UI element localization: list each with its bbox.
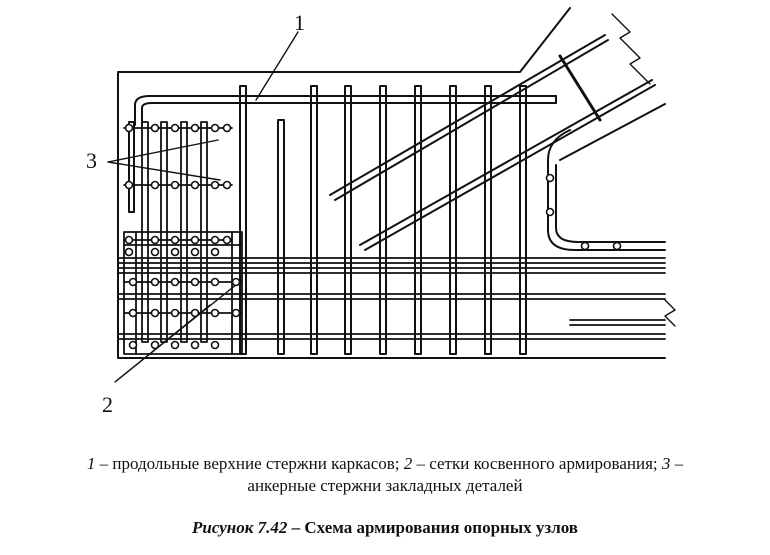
legend-number-1: 1: [86, 454, 96, 473]
leader-line-1: [255, 31, 299, 101]
inclined-bar: [329, 34, 606, 196]
figure-caption: Рисунок 7.42 – Схема армирования опорных…: [0, 517, 770, 539]
figure-title-text: – Схема армирования опорных узлов: [287, 518, 578, 537]
top-longitudinal-bar: [134, 95, 557, 126]
legend-line-2: анкерные стержни закладных деталей: [247, 476, 523, 495]
inclined-bar: [364, 84, 656, 251]
leader-line-3: [107, 139, 221, 181]
legend-number-3: 3: [661, 454, 671, 473]
top-longitudinal-bar: [141, 102, 557, 126]
figure-legend: 1 – продольные верхние стержни каркасов;…: [0, 453, 770, 497]
concrete-outline: [117, 7, 666, 359]
legend-text-1: – продольные верхние стержни каркасов;: [95, 454, 404, 473]
indirect-reinforcement-mesh: [123, 231, 243, 355]
inclined-bar: [334, 39, 609, 201]
bent-bar: [555, 164, 666, 243]
legend-line-1: 1 – продольные верхние стержни каркасов;…: [0, 453, 770, 475]
label-1: 1: [294, 10, 305, 35]
bent-bar: [547, 129, 666, 251]
figure-number: Рисунок 7.42: [191, 518, 288, 537]
legend-text-3: –: [670, 454, 684, 473]
legend-text-2: – сетки косвенного армирования;: [412, 454, 662, 473]
break-line-top: [611, 13, 651, 85]
embedded-plate: [128, 121, 135, 213]
legend-number-2: 2: [403, 454, 413, 473]
label-2: 2: [102, 392, 113, 417]
label-3: 3: [86, 148, 97, 173]
inclined-stirrup: [558, 54, 602, 122]
bottom-longitudinal-bars: [117, 257, 666, 340]
leader-line-2: [114, 279, 243, 383]
bar-sections: [124, 123, 622, 350]
break-line-right: [664, 299, 676, 327]
inclined-bar: [359, 79, 653, 246]
reinforcement-diagram: 1 3 2: [86, 7, 676, 417]
vertical-stirrups: [239, 85, 527, 355]
